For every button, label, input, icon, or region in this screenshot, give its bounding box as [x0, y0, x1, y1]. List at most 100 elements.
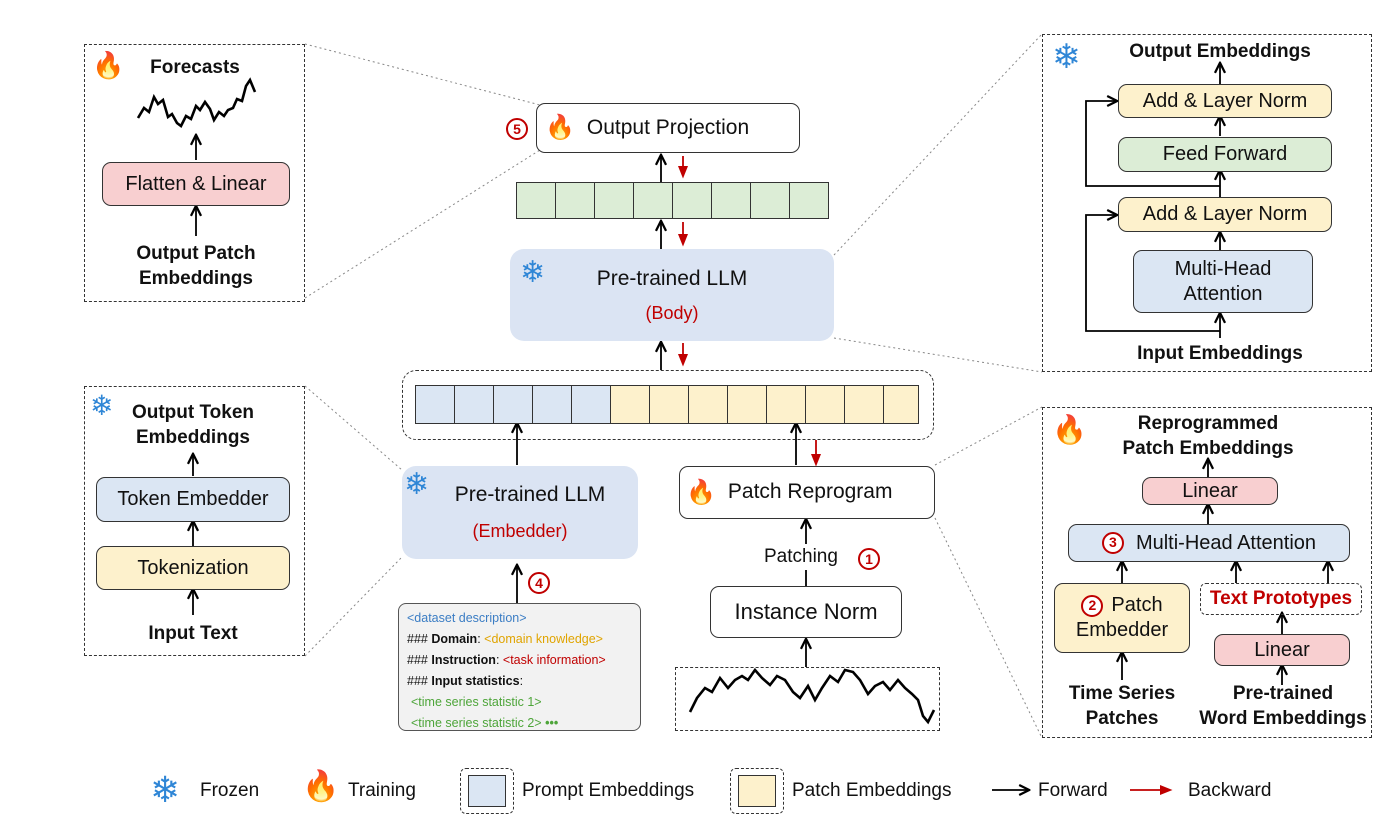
prompt-cell	[571, 385, 611, 424]
reprogram-panel	[1042, 407, 1372, 738]
output-cell	[789, 182, 829, 219]
word-embeddings-label: Pre-trained Word Embeddings	[1199, 683, 1367, 729]
linear-top-box: Linear	[1142, 477, 1278, 505]
prompt-cell	[532, 385, 572, 424]
input-text-label: Input Text	[148, 623, 238, 644]
step-3-badge: 3	[1101, 532, 1124, 554]
forecast-panel	[84, 44, 305, 302]
prompt-stats-line: ### Input statistics:	[407, 674, 524, 688]
output-cell	[711, 182, 751, 219]
snowflake-icon: ❄	[404, 468, 430, 501]
embedding-row-group	[402, 370, 934, 440]
main-backward-arrows	[677, 156, 822, 467]
prompt-domain-line: ### Domain: <domain knowledge>	[407, 632, 603, 646]
snowflake-icon: ❄	[90, 390, 114, 421]
llm-embedder-box: Pre-trained LLM (Embedder)	[402, 466, 638, 559]
fire-icon: 🔥	[1052, 414, 1087, 445]
input-embeddings-label: Input Embeddings	[1137, 343, 1303, 364]
linear-bottom-box: Linear	[1214, 634, 1350, 666]
legend-patch: Patch Embeddings	[792, 780, 952, 801]
prompt-cell	[454, 385, 494, 424]
llm-embedder-subtitle: (Embedder)	[472, 521, 568, 542]
fire-icon: 🔥	[686, 478, 716, 506]
add-norm-top-box: Add & Layer Norm	[1118, 84, 1332, 118]
transformer-panel	[1042, 34, 1372, 372]
legend-training: Training	[348, 780, 416, 801]
reprogram-mha-label: Multi-Head Attention	[1135, 531, 1317, 554]
llm-body-subtitle: (Body)	[645, 302, 699, 323]
legend-patch-swatch-frame	[730, 768, 784, 814]
forecast-line	[136, 77, 257, 128]
patch-cell	[805, 385, 845, 424]
output-projection-box: 🔥 Output Projection	[536, 103, 800, 153]
llm-body-title: Pre-trained LLM	[596, 266, 748, 290]
patch-cell	[766, 385, 806, 424]
legend-forward: Forward	[1038, 780, 1108, 801]
prompt-cell	[493, 385, 533, 424]
prompt-stat-1: <time series statistic 1>	[411, 695, 542, 709]
legend-prompt-swatch-frame	[460, 768, 514, 814]
prompt-stat-2: <time series statistic 2> •••	[411, 716, 559, 730]
legend-prompt: Prompt Embeddings	[522, 780, 695, 801]
step-2-badge: 2	[1081, 594, 1104, 617]
patch-cell	[727, 385, 767, 424]
legend-backward: Backward	[1188, 780, 1272, 801]
fire-icon: 🔥	[302, 770, 340, 803]
patch-cell	[688, 385, 728, 424]
output-patch-embeddings-label: Output Patch Embeddings	[136, 243, 256, 289]
output-projection-label: Output Projection	[586, 115, 750, 139]
patch-cell	[649, 385, 689, 424]
patch-reprogram-label: Patch Reprogram	[727, 480, 893, 504]
text-prototypes-group	[1200, 583, 1362, 615]
reprogram-panel-arrows	[1122, 460, 1328, 685]
patch-cell	[610, 385, 650, 424]
step-5-badge: 5	[506, 118, 528, 140]
patch-reprogram-box: 🔥 Patch Reprogram	[679, 466, 935, 519]
output-embeddings-label: Output Embeddings	[1129, 41, 1311, 62]
reprogrammed-patch-embeddings-label: Reprogrammed Patch Embeddings	[1122, 413, 1294, 459]
add-norm-bottom-box: Add & Layer Norm	[1118, 197, 1332, 232]
output-cell	[594, 182, 634, 219]
time-series-patches-label: Time Series Patches	[1068, 683, 1176, 729]
patching-label: Patching	[764, 546, 838, 567]
output-cell	[516, 182, 556, 219]
patch-cell	[883, 385, 919, 424]
main-forward-arrows	[517, 156, 806, 667]
output-cell	[633, 182, 673, 219]
prompt-template: <dataset description> ### Domain: <domai…	[398, 603, 641, 731]
flatten-linear-box: Flatten & Linear	[102, 162, 290, 206]
forecasts-label: Forecasts	[150, 57, 240, 78]
transformer-arrows	[1085, 64, 1220, 338]
text-prototypes-label: Text Prototypes	[1209, 588, 1353, 609]
legend-prompt-swatch	[468, 775, 506, 807]
prompt-cell	[415, 385, 455, 424]
fire-icon: 🔥	[545, 114, 575, 141]
feed-forward-box: Feed Forward	[1118, 137, 1332, 172]
llm-body-box: Pre-trained LLM (Body)	[510, 249, 834, 341]
timeseries-input-box	[675, 667, 940, 731]
step-1-badge: 1	[858, 548, 880, 570]
output-token-embeddings-label: Output Token Embeddings	[131, 402, 255, 448]
tokenization-box: Tokenization	[96, 546, 290, 590]
output-cell	[672, 182, 712, 219]
fire-icon: 🔥	[92, 50, 125, 80]
legend-patch-swatch	[738, 775, 776, 807]
prompt-instruction-line: ### Instruction: <task information>	[407, 653, 606, 667]
timeseries-line	[688, 667, 936, 725]
snowflake-icon: ❄	[1052, 38, 1081, 76]
prompt-dataset-description: <dataset description>	[407, 611, 527, 625]
token-panel	[84, 386, 305, 656]
llm-embedder-title: Pre-trained LLM	[454, 483, 606, 507]
legend-frozen: Frozen	[200, 780, 260, 801]
patch-cell	[844, 385, 884, 424]
output-cell	[750, 182, 790, 219]
step-4-badge: 4	[528, 572, 550, 594]
instance-norm-box: Instance Norm	[710, 586, 902, 638]
snowflake-icon: ❄	[520, 256, 546, 289]
reprogram-mha-box: 3 Multi-Head Attention	[1068, 524, 1350, 562]
snowflake-icon: ❄	[150, 769, 181, 810]
